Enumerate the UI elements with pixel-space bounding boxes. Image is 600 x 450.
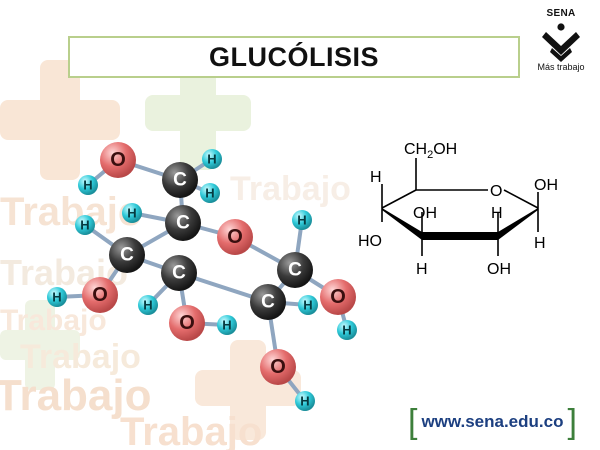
hydrogen-atom: H [202, 149, 222, 169]
c2-h-label: H [491, 205, 503, 222]
carbon-atom: C [161, 255, 197, 291]
svg-text:H: H [303, 298, 312, 313]
svg-text:H: H [207, 152, 216, 167]
ch2oh-label: CH2OH [404, 141, 457, 161]
plus-icon [145, 60, 251, 170]
c3-h-label: H [416, 261, 428, 278]
watermark-word: Trabajo [0, 371, 152, 420]
c1-h-label: H [534, 235, 546, 252]
slide-title: GLUCÓLISIS [208, 41, 379, 72]
svg-text:C: C [176, 213, 190, 234]
haworth-bold-edge [382, 208, 538, 240]
hydrogen-atom: H [78, 175, 98, 195]
sena-emblem-icon [542, 23, 580, 62]
c3-oh-label: OH [413, 205, 437, 222]
svg-text:H: H [83, 178, 92, 193]
hydrogen-atom: H [217, 315, 237, 335]
svg-text:C: C [172, 263, 186, 284]
svg-text:O: O [270, 356, 286, 378]
carbon-atom: C [277, 252, 313, 288]
watermark-word: Trabajo [20, 338, 141, 376]
oxygen-atom: O [320, 279, 356, 315]
svg-text:C: C [173, 170, 187, 191]
oxygen-atom: O [100, 142, 136, 178]
c4-ho-label: HO [358, 233, 382, 250]
hydrogen-atom: H [337, 320, 357, 340]
svg-text:C: C [288, 260, 302, 281]
haworth-projection: CH2OH O OH H H OH OH H HO H [358, 141, 558, 278]
svg-text:H: H [52, 290, 61, 305]
watermark-word: Trabajo [120, 410, 262, 450]
logo-name: SENA [546, 8, 576, 19]
svg-text:H: H [205, 186, 214, 201]
svg-text:H: H [300, 394, 309, 409]
svg-text:O: O [179, 312, 195, 334]
logo-tagline: Más trabajo [537, 62, 585, 72]
bracket-left-icon: [ [408, 403, 418, 441]
svg-text:O: O [92, 284, 108, 306]
oxygen-atom: O [260, 349, 296, 385]
sena-logo: SENA Más trabajo [528, 8, 594, 78]
hydrogen-atom: H [292, 210, 312, 230]
watermark-word: Trabajo [0, 190, 142, 234]
c1-oh-label: OH [534, 177, 558, 194]
title-banner: GLUCÓLISIS [68, 36, 520, 78]
watermark-word: Trabajo [0, 304, 107, 337]
carbon-atom: C [109, 237, 145, 273]
svg-text:H: H [80, 218, 89, 233]
carbon-atom: C [165, 205, 201, 241]
oxygen-atom: O [82, 277, 118, 313]
hydrogen-atom: H [138, 295, 158, 315]
footer-url-text[interactable]: www.sena.edu.co [421, 412, 564, 431]
hydrogen-atom: H [75, 215, 95, 235]
haworth-bonds [381, 158, 539, 256]
carbon-atom: C [250, 284, 286, 320]
svg-text:H: H [342, 323, 351, 338]
svg-text:H: H [127, 206, 136, 221]
oxygen-atom: O [217, 219, 253, 255]
c4-h-label: H [370, 169, 382, 186]
svg-text:H: H [297, 213, 306, 228]
plus-icon [0, 60, 120, 180]
plus-icon [0, 300, 80, 390]
svg-text:C: C [261, 292, 275, 313]
bracket-right-icon: ] [567, 403, 577, 441]
watermark-word: Trabajo [230, 170, 351, 208]
hydrogen-atom: H [122, 203, 142, 223]
hydrogen-atom: H [47, 287, 67, 307]
hydrogen-atom: H [298, 295, 318, 315]
glucose-3d-model: H H H H H H H H H H H H O O O O O O C C … [47, 142, 357, 411]
footer-url[interactable]: [ www.sena.edu.co ] [408, 403, 577, 441]
svg-text:O: O [227, 226, 243, 248]
hydrogen-atom: H [295, 391, 315, 411]
svg-text:C: C [120, 245, 134, 266]
carbon-atom: C [162, 162, 198, 198]
ring-oxygen-label: O [490, 183, 502, 200]
svg-text:O: O [110, 149, 126, 171]
svg-text:O: O [330, 286, 346, 308]
c2-oh-label: OH [487, 261, 511, 278]
oxygen-atom: O [169, 305, 205, 341]
svg-text:H: H [222, 318, 231, 333]
hydrogen-atom: H [200, 183, 220, 203]
svg-text:H: H [143, 298, 152, 313]
